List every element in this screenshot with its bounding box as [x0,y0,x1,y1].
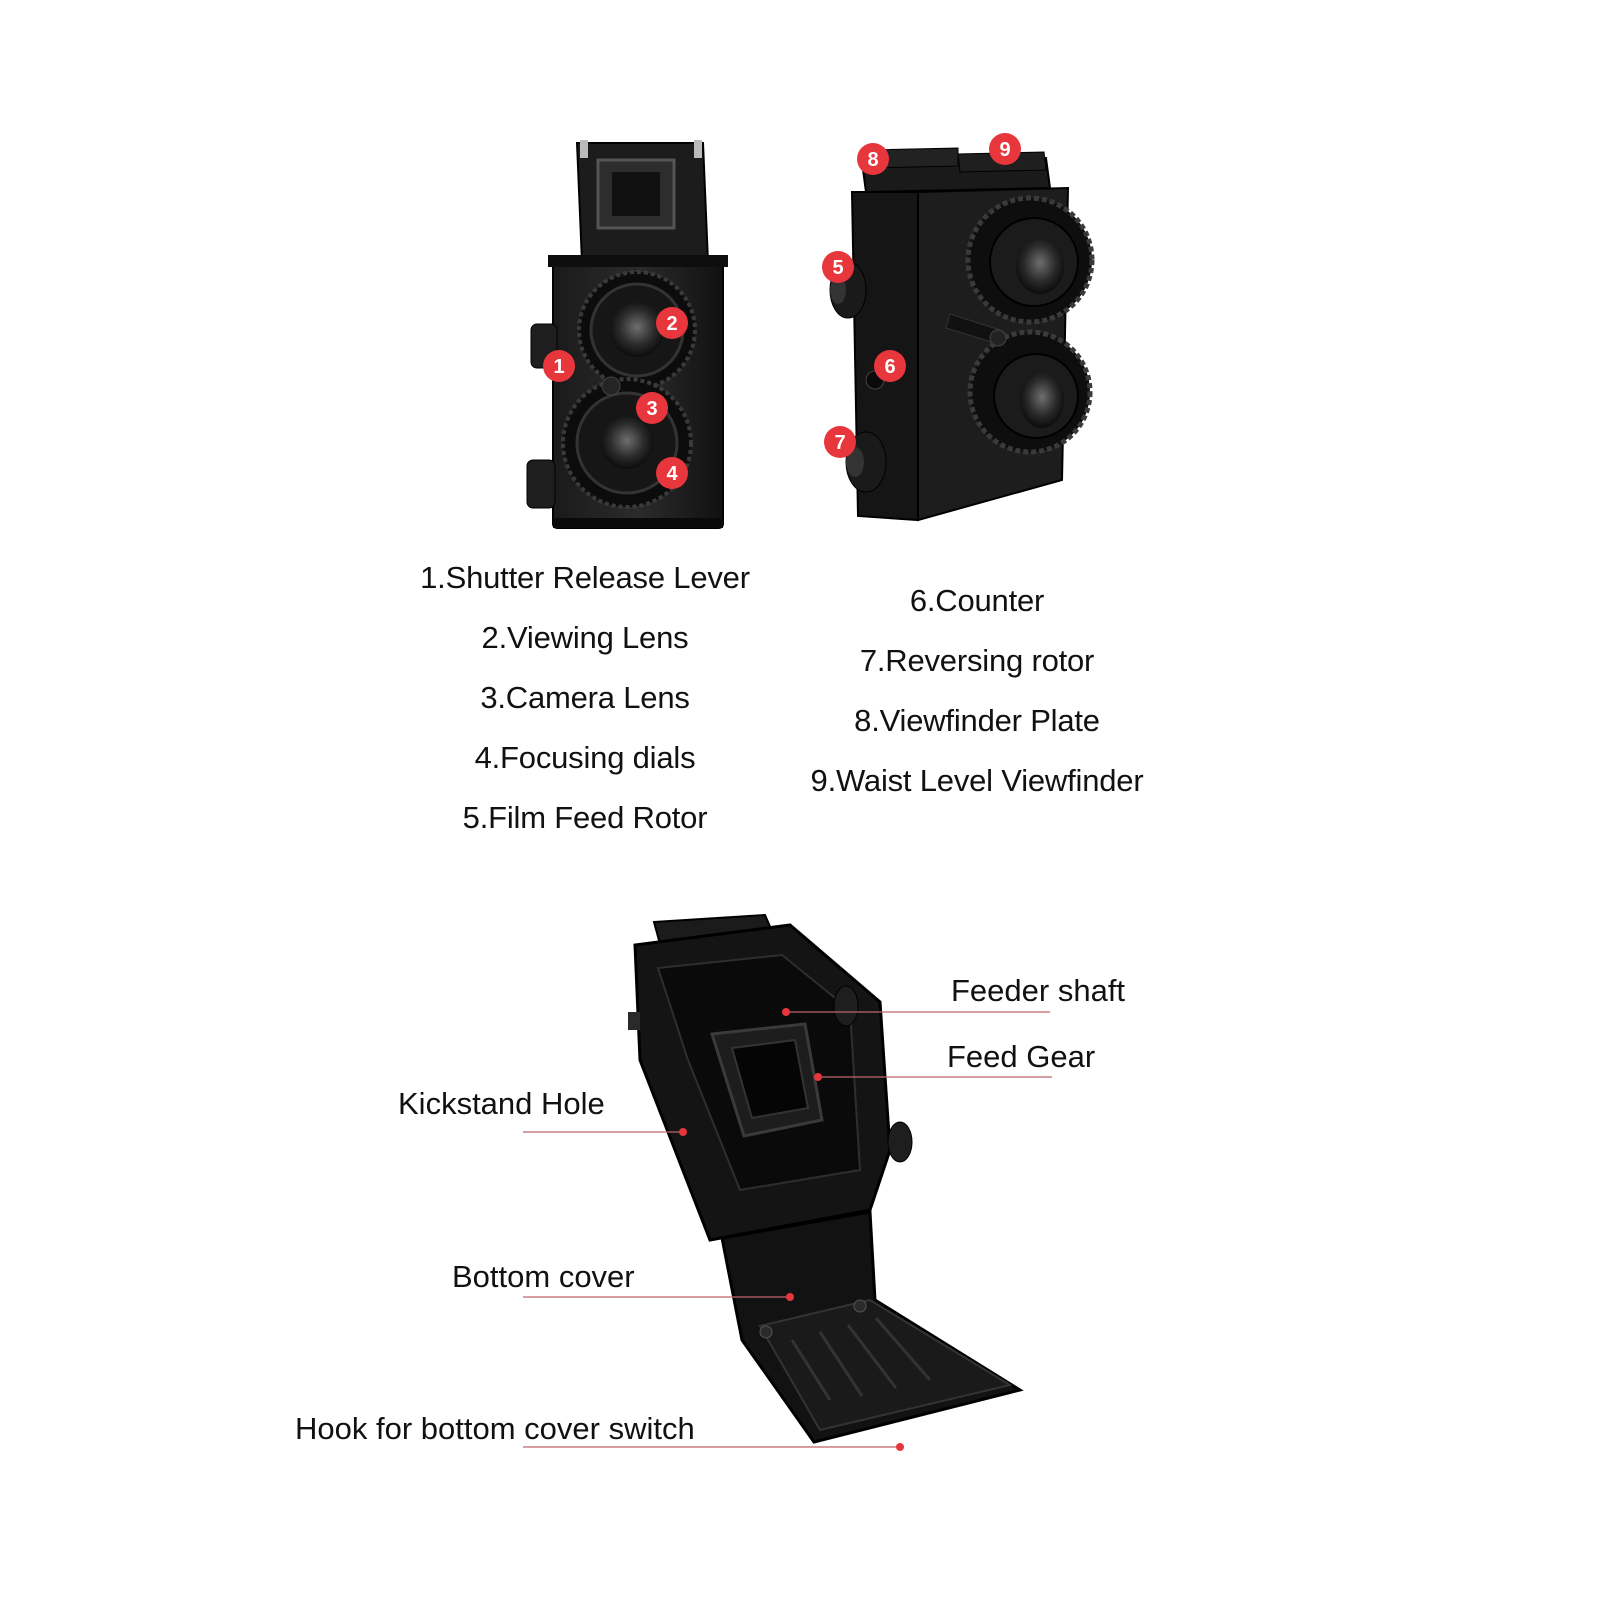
badge-9-text: 9 [999,139,1010,161]
dot-bottom-cover [786,1293,794,1301]
badge-7-text: 7 [834,432,845,454]
legend-item-5: 5.Film Feed Rotor [462,800,708,835]
callout-feeder-shaft: Feeder shaft [951,973,1126,1008]
badge-2-text: 2 [666,313,677,335]
dot-hook [896,1443,904,1451]
leader-dots [679,1008,904,1451]
legend-item-2: 2.Viewing Lens [481,620,689,655]
badge-9: 9 [989,133,1021,165]
legend-item-1: 1.Shutter Release Lever [420,560,750,595]
badge-5-text: 5 [832,257,843,279]
legend-item-6: 6.Counter [909,583,1045,618]
badge-7: 7 [824,426,856,458]
camera-angled-view [829,147,1095,522]
camera-front-view [526,140,728,529]
camera-lens [601,417,653,469]
legend-item-3: 3.Camera Lens [480,680,690,715]
badges-front-view: 1 2 3 4 [543,307,688,489]
badge-5: 5 [822,251,854,283]
badge-6: 6 [874,350,906,382]
knob-lower [526,459,556,509]
dot-feeder-shaft [782,1008,790,1016]
dot-feed-gear [814,1073,822,1081]
dot-kickstand-hole [679,1128,687,1136]
badge-3: 3 [636,392,668,424]
badge-8-text: 8 [867,149,878,171]
badge-3-text: 3 [646,398,657,420]
badge-1-text: 1 [553,356,564,378]
badge-4: 4 [656,457,688,489]
badge-6-text: 6 [884,356,895,378]
callout-feed-gear: Feed Gear [947,1039,1096,1074]
legend-item-8: 8.Viewfinder Plate [854,703,1100,738]
badge-1: 1 [543,350,575,382]
badges-angled-view: 5 6 7 8 9 [822,133,1021,458]
camera-open-view [628,913,1024,1444]
badge-4-text: 4 [666,463,678,485]
legend-item-7: 7.Reversing rotor [859,643,1095,678]
badge-2: 2 [656,307,688,339]
badge-8: 8 [857,143,889,175]
viewing-lens [610,303,664,357]
leader-lines [523,1011,1052,1448]
callout-hook: Hook for bottom cover switch [295,1411,695,1446]
legend-item-9: 9.Waist Level Viewfinder [810,763,1144,798]
callout-kickstand-hole: Kickstand Hole [398,1086,605,1121]
callout-bottom-cover: Bottom cover [452,1259,635,1294]
legend-item-4: 4.Focusing dials [474,740,696,775]
